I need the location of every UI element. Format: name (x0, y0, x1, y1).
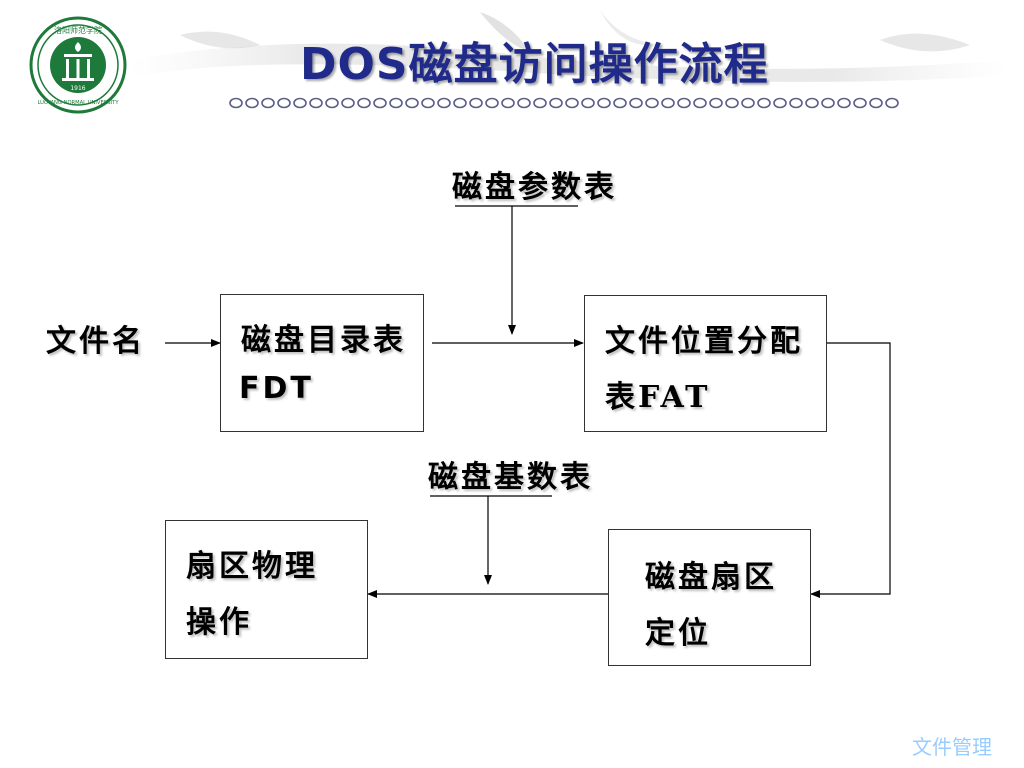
chain-ring (501, 97, 515, 109)
chain-ring (453, 97, 467, 109)
chain-ring (661, 97, 675, 109)
chain-ring (533, 97, 547, 109)
locate-line1: 磁盘扇区 (645, 560, 777, 595)
logo-top-text: 洛阳师范学院 (54, 25, 102, 35)
fat-box: 文件位置分配 表FAT (584, 295, 827, 432)
chain-ring (373, 97, 387, 109)
chain-ring (837, 97, 851, 109)
university-logo: 洛阳师范学院 LUOYANG NORMAL UNIVERSITY 1916 (29, 16, 127, 114)
chain-ring (485, 97, 499, 109)
chain-ring (517, 97, 531, 109)
chain-ring (581, 97, 595, 109)
physical-line2: 操作 (186, 605, 252, 640)
chain-ring (693, 97, 707, 109)
sector-physical-box: 扇区物理 操作 (165, 520, 368, 659)
chain-ring (597, 97, 611, 109)
chain-ring (357, 97, 371, 109)
footer-label: 文件管理 (912, 735, 992, 759)
chain-ring (341, 97, 355, 109)
chain-ring (613, 97, 627, 109)
filename-label: 文件名 (46, 324, 145, 359)
chain-ring (757, 97, 771, 109)
chain-ring (725, 97, 739, 109)
chain-ring (405, 97, 419, 109)
chain-ring (709, 97, 723, 109)
chain-ring (309, 97, 323, 109)
chain-ring (565, 97, 579, 109)
logo-bottom-text: LUOYANG NORMAL UNIVERSITY (37, 100, 119, 106)
chain-ring (549, 97, 563, 109)
chain-ring (645, 97, 659, 109)
chain-ring (677, 97, 691, 109)
fdt-line1: 磁盘目录表 (241, 323, 406, 358)
fat-line2: 表FAT (605, 380, 711, 415)
physical-line1: 扇区物理 (186, 549, 318, 584)
header-decoration (130, 10, 1010, 109)
logo-year: 1916 (70, 85, 85, 92)
fdt-line2: FDT (239, 371, 314, 406)
fdt-box: 磁盘目录表 FDT (220, 294, 424, 432)
sector-locate-box: 磁盘扇区 定位 (608, 529, 811, 666)
chain-ring (277, 97, 291, 109)
arrow-fat-to-locate (810, 342, 891, 598)
chain-ring (789, 97, 803, 109)
chain-ring (629, 97, 643, 109)
chain-ring (325, 97, 339, 109)
chain-ring (821, 97, 835, 109)
base-table-label: 磁盘基数表 (428, 460, 593, 495)
chain-ring (389, 97, 403, 109)
chain-ring (805, 97, 819, 109)
chain-ring (741, 97, 755, 109)
chain-ring (229, 97, 243, 109)
chain-ring (853, 97, 867, 109)
chain-ring (869, 97, 883, 109)
chain-ring (261, 97, 275, 109)
page-title: DOS磁盘访问操作流程 (300, 39, 769, 90)
param-table-label: 磁盘参数表 (452, 170, 617, 205)
chain-ring (469, 97, 483, 109)
chain-ring (773, 97, 787, 109)
chain-ring (437, 97, 451, 109)
chain-ring (293, 97, 307, 109)
fat-line1: 文件位置分配 (605, 324, 803, 359)
locate-line2: 定位 (645, 616, 711, 651)
chain-ring (421, 97, 435, 109)
chain-ring (885, 97, 899, 109)
chain-ring (245, 97, 259, 109)
